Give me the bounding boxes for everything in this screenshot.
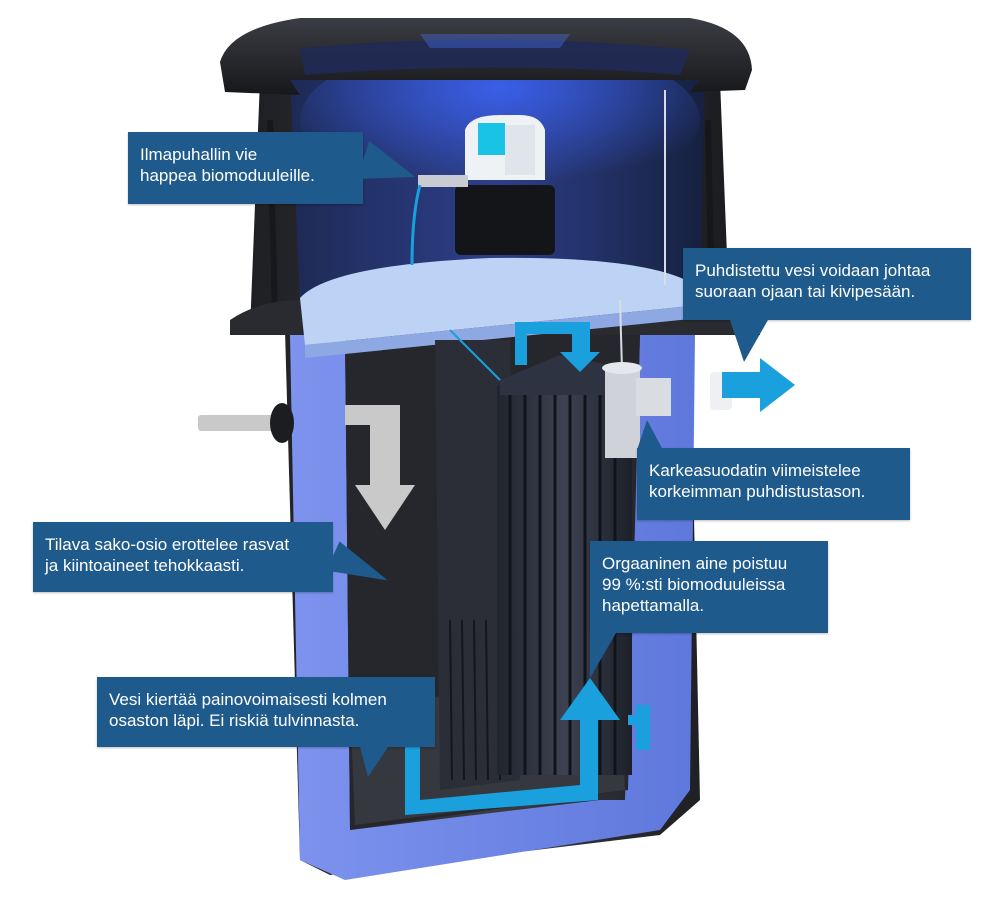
callout-septic: Tilava sako-osio erottelee rasvat ja kii… — [33, 522, 333, 592]
callout-outlet-line-1: Puhdistettu vesi voidaan johtaa — [695, 261, 931, 280]
callout-blower-line-2: happea biomoduuleille. — [140, 166, 315, 185]
callout-blower: Ilmapuhallin vie happea biomoduuleille. — [128, 132, 363, 204]
flow-arrows — [405, 322, 650, 815]
callout-filter-line-2: korkeimman puhdistustason. — [649, 482, 866, 501]
callout-organic-line-2: 99 %:sti biomoduuleissa — [602, 575, 786, 594]
callout-gravity-line-2: osaston läpi. Ei riskiä tulvinnasta. — [109, 711, 360, 730]
coarse-filter — [602, 362, 732, 458]
outlet-arrow — [722, 358, 795, 412]
callout-septic-line-1: Tilava sako-osio erottelee rasvat — [45, 535, 290, 554]
callout-organic-line-1: Orgaaninen aine poistuu — [602, 554, 788, 573]
callout-outlet: Puhdistettu vesi voidaan johtaa suoraan … — [683, 248, 971, 320]
callout-organic-pointer — [590, 633, 616, 678]
callout-outlet-pointer — [730, 320, 768, 362]
callout-filter-pointer — [637, 420, 663, 450]
callout-gravity-line-1: Vesi kiertää painovoimaisesti kolmen — [109, 690, 387, 709]
callout-filter: Karkeasuodatin viimeistelee korkeimman p… — [637, 448, 910, 520]
callout-filter-line-1: Karkeasuodatin viimeistelee — [649, 461, 861, 480]
filter-deck — [300, 257, 700, 345]
callout-blower-line-1: Ilmapuhallin vie — [140, 145, 258, 164]
callout-organic: Orgaaninen aine poistuu 99 %:sti biomodu… — [590, 541, 828, 633]
inlet-pipe — [198, 403, 415, 530]
callout-outlet-line-2: suoraan ojaan tai kivipesään. — [695, 282, 916, 301]
callout-septic-line-2: ja kiintoaineet tehokkaasti. — [45, 556, 245, 575]
callout-organic-line-3: hapettamalla. — [602, 596, 705, 615]
callout-gravity: Vesi kiertää painovoimaisesti kolmen osa… — [97, 677, 435, 747]
air-blower — [410, 115, 555, 266]
callout-gravity-pointer — [360, 747, 388, 777]
